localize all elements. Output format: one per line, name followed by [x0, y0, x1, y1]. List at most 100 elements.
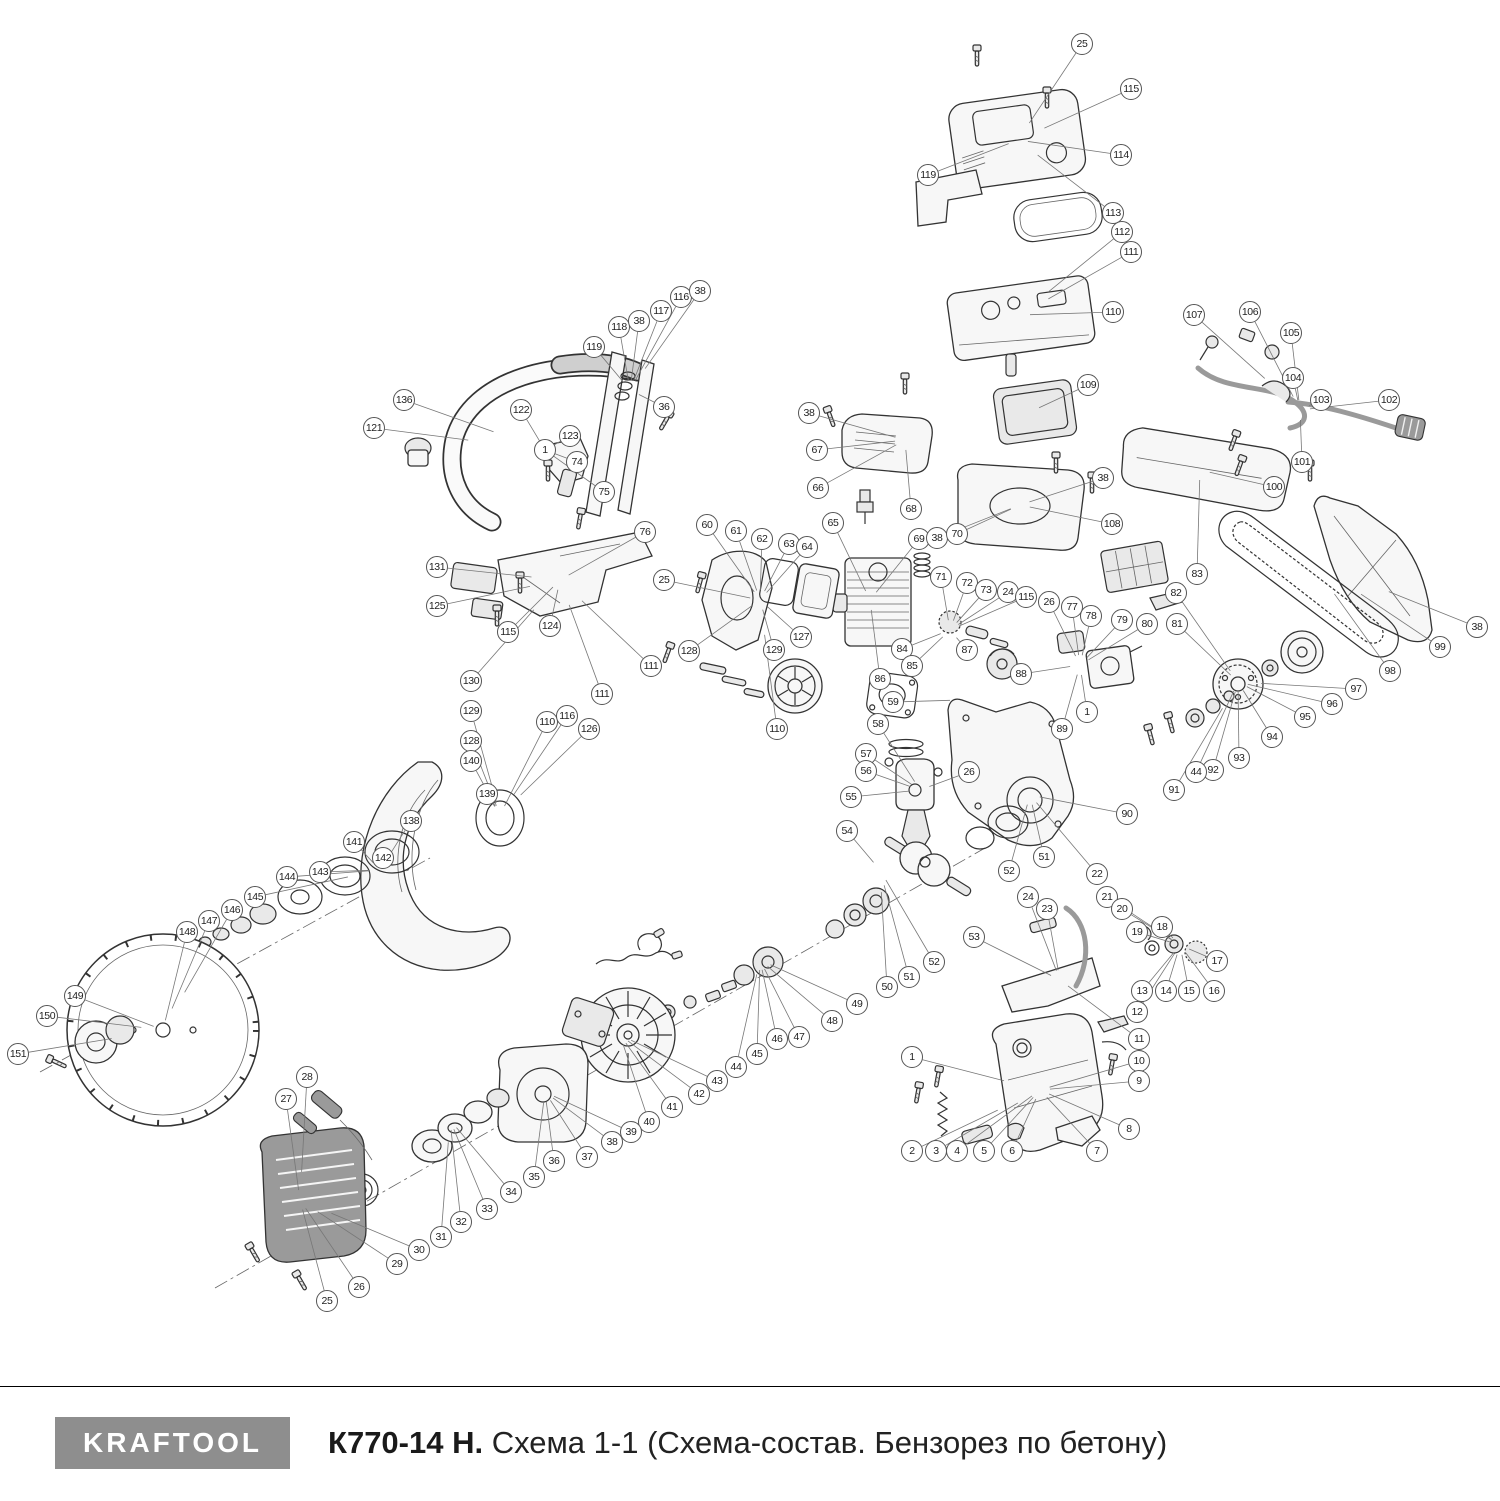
callout-129: 129	[460, 700, 482, 722]
callout-48: 48	[821, 1010, 843, 1032]
callout-1: 1	[534, 439, 556, 461]
callout-93: 93	[1228, 747, 1250, 769]
callout-127: 127	[790, 626, 812, 648]
callout-12: 12	[1126, 1001, 1148, 1023]
ignition-coil	[561, 997, 615, 1047]
small-shafts	[699, 662, 765, 699]
callout-90: 90	[1116, 803, 1138, 825]
callout-39: 39	[620, 1121, 642, 1143]
callout-54: 54	[836, 820, 858, 842]
callout-58: 58	[867, 713, 889, 735]
callout-146: 146	[221, 899, 243, 921]
callout-70: 70	[946, 523, 968, 545]
callout-100: 100	[1263, 476, 1285, 498]
callout-50: 50	[876, 976, 898, 998]
callout-138: 138	[400, 810, 422, 832]
callout-145: 145	[244, 886, 266, 908]
callout-44: 44	[725, 1056, 747, 1078]
callout-49: 49	[846, 993, 868, 1015]
spark-plug	[856, 489, 874, 524]
callout-9: 9	[1128, 1070, 1150, 1092]
callout-122: 122	[510, 399, 532, 421]
callout-83: 83	[1186, 563, 1208, 585]
callout-5: 5	[973, 1140, 995, 1162]
callout-31: 31	[430, 1226, 452, 1248]
callout-95: 95	[1294, 706, 1316, 728]
callout-105: 105	[1280, 322, 1302, 344]
callout-82: 82	[1165, 582, 1187, 604]
callout-88: 88	[1010, 663, 1032, 685]
callout-26: 26	[1038, 591, 1060, 613]
callout-29: 29	[386, 1253, 408, 1275]
callout-45: 45	[746, 1043, 768, 1065]
callout-121: 121	[363, 417, 385, 439]
callout-147: 147	[198, 910, 220, 932]
clutch-pulley	[767, 658, 823, 714]
callout-1: 1	[1076, 701, 1098, 723]
callout-71: 71	[930, 566, 952, 588]
clutch-shoes	[986, 648, 1018, 680]
callout-72: 72	[956, 572, 978, 594]
callout-27: 27	[275, 1088, 297, 1110]
callout-33: 33	[476, 1198, 498, 1220]
callout-3: 3	[925, 1140, 947, 1162]
callout-141: 141	[343, 831, 365, 853]
callout-87: 87	[956, 639, 978, 661]
callout-101: 101	[1291, 451, 1313, 473]
callout-115: 115	[1120, 78, 1142, 100]
callout-38: 38	[689, 280, 711, 302]
callout-143: 143	[309, 861, 331, 883]
callout-28: 28	[296, 1066, 318, 1088]
callout-73: 73	[975, 579, 997, 601]
callout-56: 56	[855, 760, 877, 782]
callout-80: 80	[1136, 613, 1158, 635]
callout-123: 123	[559, 425, 581, 447]
callout-119: 119	[583, 336, 605, 358]
callout-116: 116	[556, 705, 578, 727]
callout-38: 38	[926, 527, 948, 549]
callout-20: 20	[1111, 898, 1133, 920]
callout-62: 62	[751, 528, 773, 550]
callout-8: 8	[1118, 1118, 1140, 1140]
handle-cap	[404, 437, 432, 467]
callout-6: 6	[1001, 1140, 1023, 1162]
callout-68: 68	[900, 498, 922, 520]
callout-61: 61	[725, 520, 747, 542]
callout-35: 35	[523, 1166, 545, 1188]
callout-24: 24	[1017, 886, 1039, 908]
callout-114: 114	[1110, 144, 1132, 166]
callout-107: 107	[1183, 304, 1205, 326]
callout-38: 38	[1466, 616, 1488, 638]
callout-94: 94	[1261, 726, 1283, 748]
callout-111: 111	[640, 655, 662, 677]
callout-53: 53	[963, 926, 985, 948]
callout-124: 124	[539, 615, 561, 637]
callout-111: 111	[591, 683, 613, 705]
callout-125: 125	[426, 595, 448, 617]
callout-32: 32	[450, 1211, 472, 1233]
crankshaft	[884, 836, 972, 897]
callout-109: 109	[1077, 374, 1099, 396]
callout-151: 151	[7, 1043, 29, 1065]
callout-128: 128	[678, 640, 700, 662]
callout-55: 55	[840, 786, 862, 808]
callout-64: 64	[796, 536, 818, 558]
callout-46: 46	[766, 1028, 788, 1050]
callout-78: 78	[1080, 605, 1102, 627]
callout-139: 139	[476, 783, 498, 805]
callout-77: 77	[1061, 596, 1083, 618]
callout-128: 128	[460, 730, 482, 752]
callout-131: 131	[426, 556, 448, 578]
callout-81: 81	[1166, 613, 1188, 635]
callout-38: 38	[1092, 467, 1114, 489]
callout-52: 52	[923, 951, 945, 973]
callout-25: 25	[316, 1290, 338, 1312]
callout-74: 74	[566, 451, 588, 473]
callout-14: 14	[1155, 980, 1177, 1002]
callout-111: 111	[1120, 241, 1142, 263]
callout-108: 108	[1101, 513, 1123, 535]
callout-142: 142	[372, 847, 394, 869]
callout-38: 38	[628, 310, 650, 332]
